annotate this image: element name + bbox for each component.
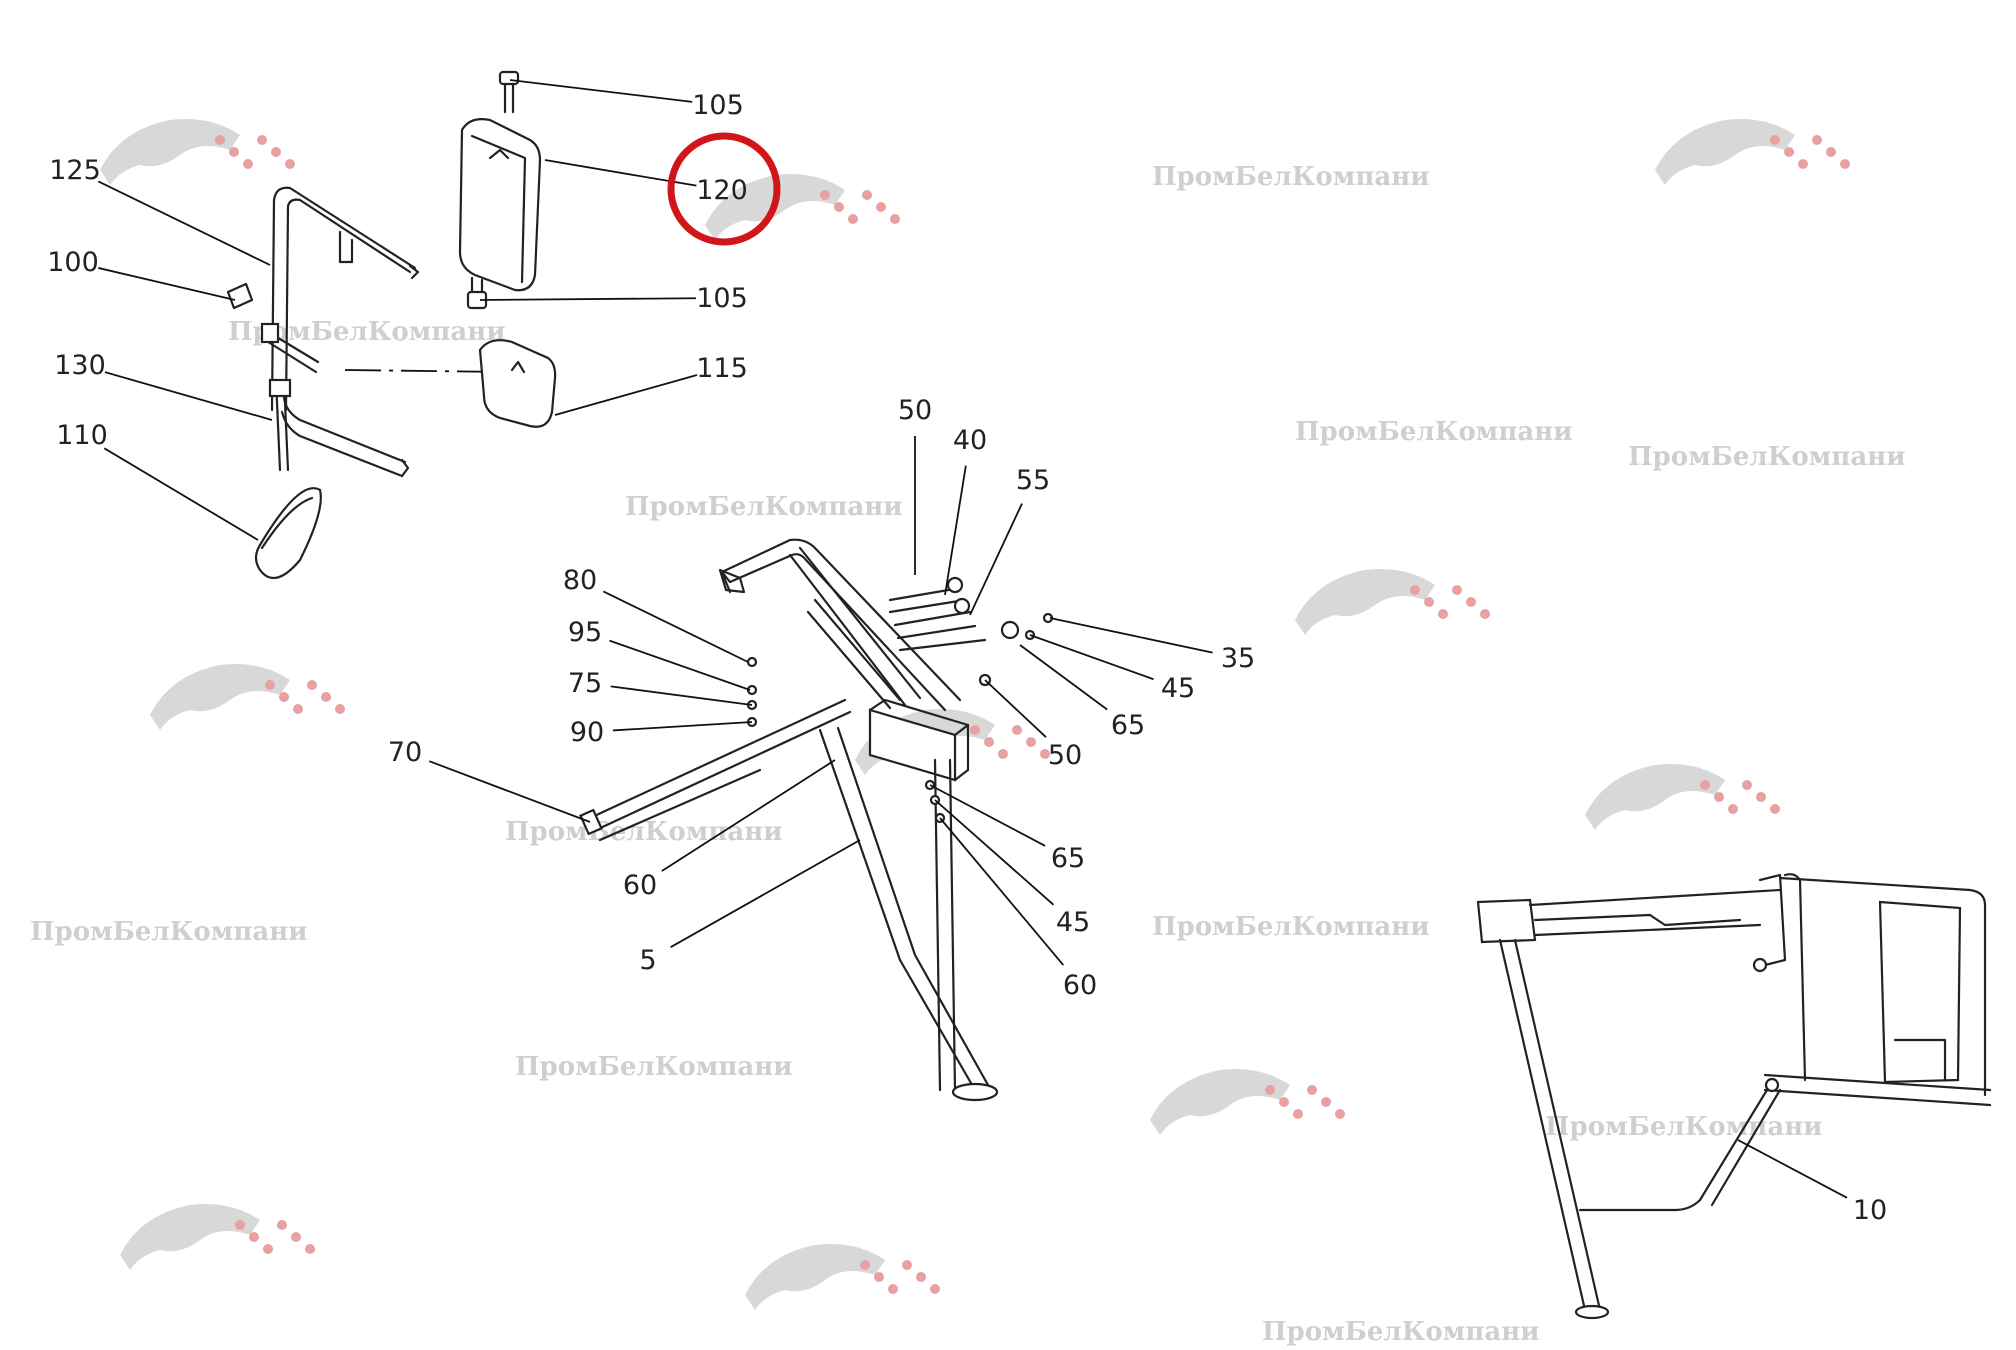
part-label-110: 110 — [56, 420, 108, 451]
leader-5 — [670, 839, 861, 948]
leader-100 — [98, 267, 236, 301]
part-label-45b: 45 — [1056, 907, 1090, 938]
part-label-40: 40 — [953, 425, 987, 456]
part-label-115: 115 — [696, 353, 748, 384]
leader-115 — [554, 374, 698, 416]
leader-90 — [612, 721, 753, 732]
watermark-logo — [1585, 764, 1780, 830]
watermark-logo — [120, 1204, 315, 1270]
watermark-text: ПромБелКомпани — [515, 1052, 793, 1082]
watermark-text: ПромБелКомпани — [30, 917, 308, 947]
assembled-frame — [1476, 873, 1992, 1320]
leader-45a — [1029, 634, 1154, 681]
leader-105a — [509, 79, 693, 103]
part-label-80: 80 — [563, 565, 597, 596]
leader-110 — [103, 447, 259, 541]
leader-105b — [479, 297, 697, 301]
leader-80 — [602, 590, 749, 663]
part-label-105b: 105 — [696, 283, 748, 314]
watermark-logo — [1150, 1069, 1345, 1135]
leader-55 — [969, 503, 1023, 616]
watermark-text: ПромБелКомпани — [1545, 1112, 1823, 1142]
part-label-90: 90 — [570, 717, 604, 748]
leader-45b — [934, 799, 1055, 906]
watermark-text: ПромБелКомпани — [1295, 417, 1573, 447]
part-label-50a: 50 — [898, 395, 932, 426]
leader-10 — [1737, 1139, 1848, 1199]
watermark-text: ПромБелКомпани — [1152, 162, 1430, 192]
part-label-10: 10 — [1853, 1195, 1887, 1226]
leader-95 — [609, 639, 751, 691]
part-label-55: 55 — [1016, 465, 1050, 496]
leader-60a — [661, 759, 836, 872]
leader-70 — [428, 760, 591, 823]
part-label-75: 75 — [568, 668, 602, 699]
leader-60b — [939, 817, 1064, 966]
leader-75 — [610, 685, 753, 706]
part-label-45a: 45 — [1161, 673, 1195, 704]
part-label-125: 125 — [49, 155, 101, 186]
watermark-text: ПромБелКомпани — [1262, 1317, 1540, 1347]
part-label-70: 70 — [388, 737, 422, 768]
watermark-text: ПромБелКомпани — [1628, 442, 1906, 472]
part-label-60a: 60 — [623, 870, 657, 901]
leader-lines — [97, 79, 1848, 1199]
leader-40 — [944, 465, 967, 596]
watermark-text: ПромБелКомпани — [1152, 912, 1430, 942]
part-label-65a: 65 — [1111, 710, 1145, 741]
leader-65a — [1019, 644, 1108, 711]
part-label-35: 35 — [1221, 643, 1255, 674]
part-label-105a: 105 — [692, 90, 744, 121]
leader-50b — [984, 679, 1047, 738]
watermark-logo — [150, 664, 345, 730]
leader-65b — [929, 784, 1046, 847]
part-label-130: 130 — [54, 350, 106, 381]
part-label-5: 5 — [639, 945, 656, 976]
watermark-logo — [745, 1244, 940, 1310]
part-label-95: 95 — [568, 617, 602, 648]
leader-125 — [97, 180, 271, 266]
highlight-circle — [667, 132, 781, 246]
part-label-60b: 60 — [1063, 970, 1097, 1001]
watermark-layer: ПромБелКомпаниПромБелКомпаниПромБелКомпа… — [30, 119, 1906, 1347]
part-label-120: 120 — [696, 175, 748, 206]
watermark-text: ПромБелКомпани — [625, 492, 903, 522]
mirror-bracket-assembly — [226, 70, 557, 580]
part-label-50b: 50 — [1048, 740, 1082, 771]
leader-35 — [1049, 617, 1213, 654]
part-labels: 1051201051151251001301105040558095759070… — [47, 90, 1887, 1226]
leader-130 — [104, 371, 273, 421]
watermark-logo — [100, 119, 295, 185]
watermark-logo — [1655, 119, 1850, 185]
watermark-logo — [1295, 569, 1490, 635]
part-label-65b: 65 — [1051, 843, 1085, 874]
part-label-100: 100 — [47, 247, 99, 278]
